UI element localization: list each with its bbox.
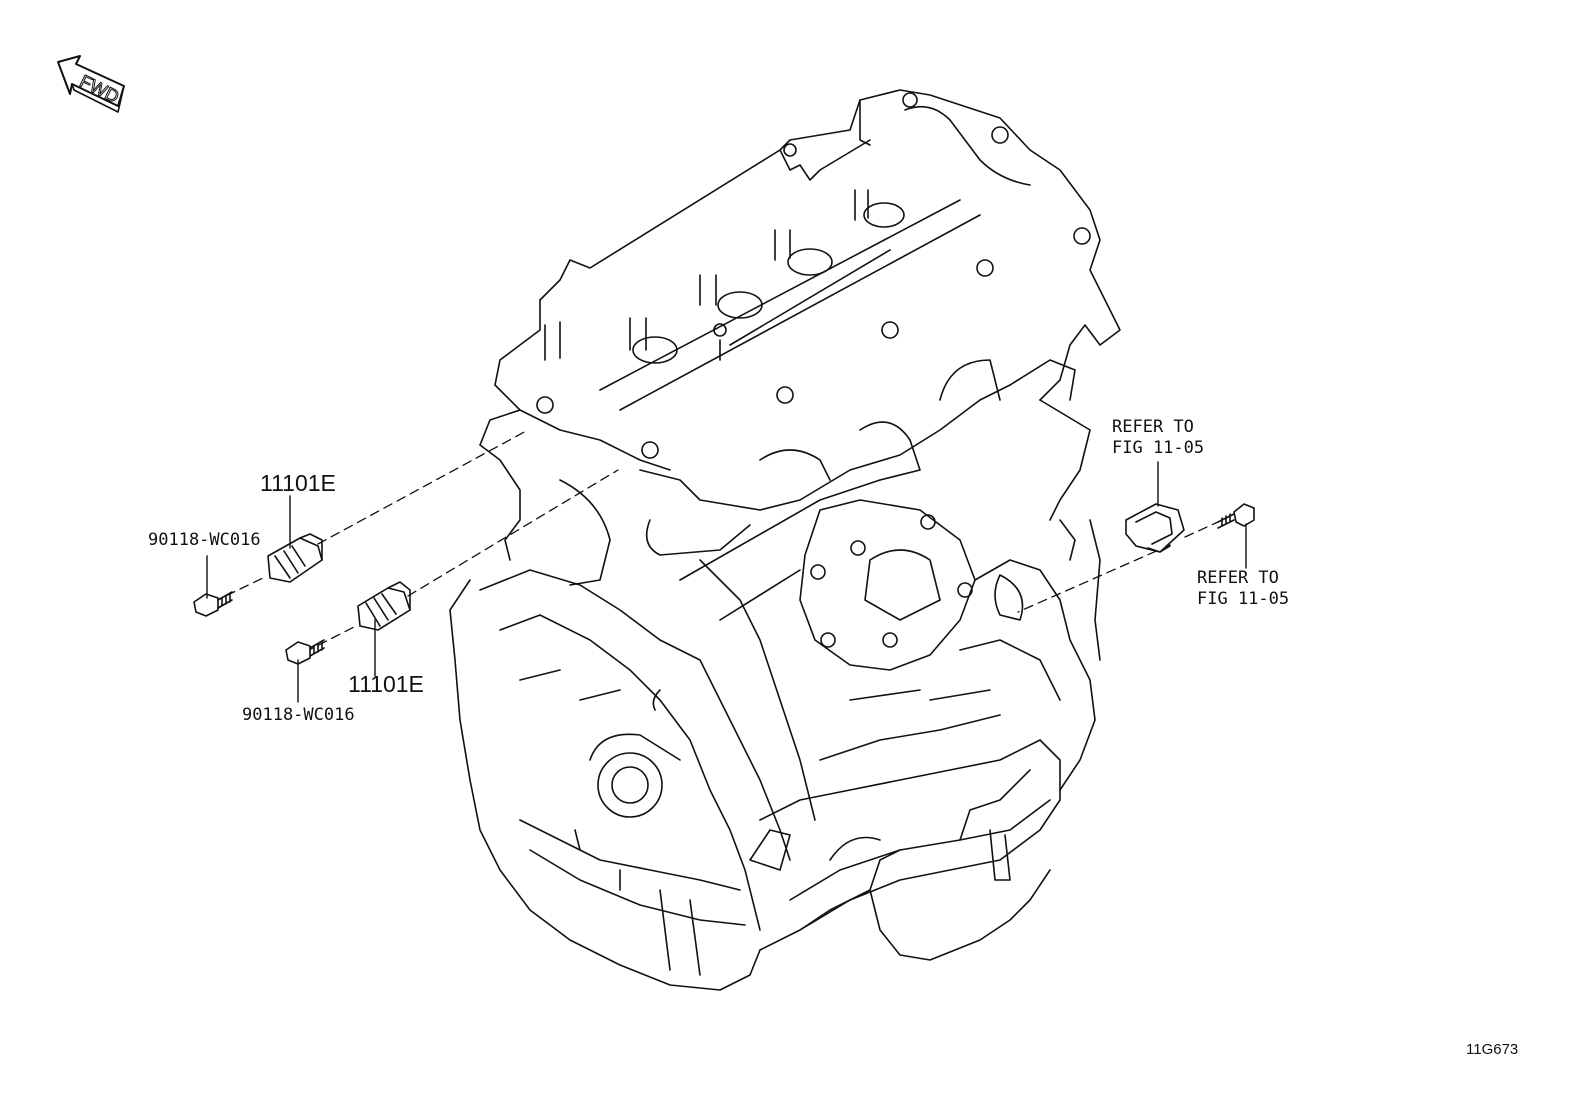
bolt-right-icon[interactable] (1217, 503, 1255, 529)
illustration-code: 11G673 (1466, 1041, 1519, 1058)
sensor-lower-label: 11101E (348, 671, 424, 697)
reference-connector-line2: FIG 11-05 (1112, 438, 1205, 458)
sensor-upper-icon[interactable] (267, 533, 323, 583)
connector-icon[interactable] (1125, 503, 1185, 553)
sensor-lower-icon[interactable] (357, 581, 411, 631)
bolt-lower-label: 90118-WC016 (242, 705, 355, 725)
reference-bolt: REFER TO FIG 11-05 (1197, 568, 1289, 610)
reference-connector: REFER TO FIG 11-05 (1112, 417, 1204, 459)
reference-bolt-line2: FIG 11-05 (1197, 589, 1290, 609)
sensor-upper-label: 11101E (260, 470, 336, 496)
reference-bolt-line1: REFER TO (1197, 568, 1279, 588)
bolt-upper-label: 90118-WC016 (148, 530, 261, 550)
reference-connector-line1: REFER TO (1112, 417, 1194, 437)
engine-assembly (449, 89, 1121, 991)
bolt-upper-icon[interactable] (193, 591, 233, 617)
leader-lines (212, 429, 1219, 653)
bolt-lower-icon[interactable] (285, 639, 325, 665)
label-leaders (206, 461, 1247, 703)
fwd-arrow-icon: FWD (57, 55, 125, 113)
